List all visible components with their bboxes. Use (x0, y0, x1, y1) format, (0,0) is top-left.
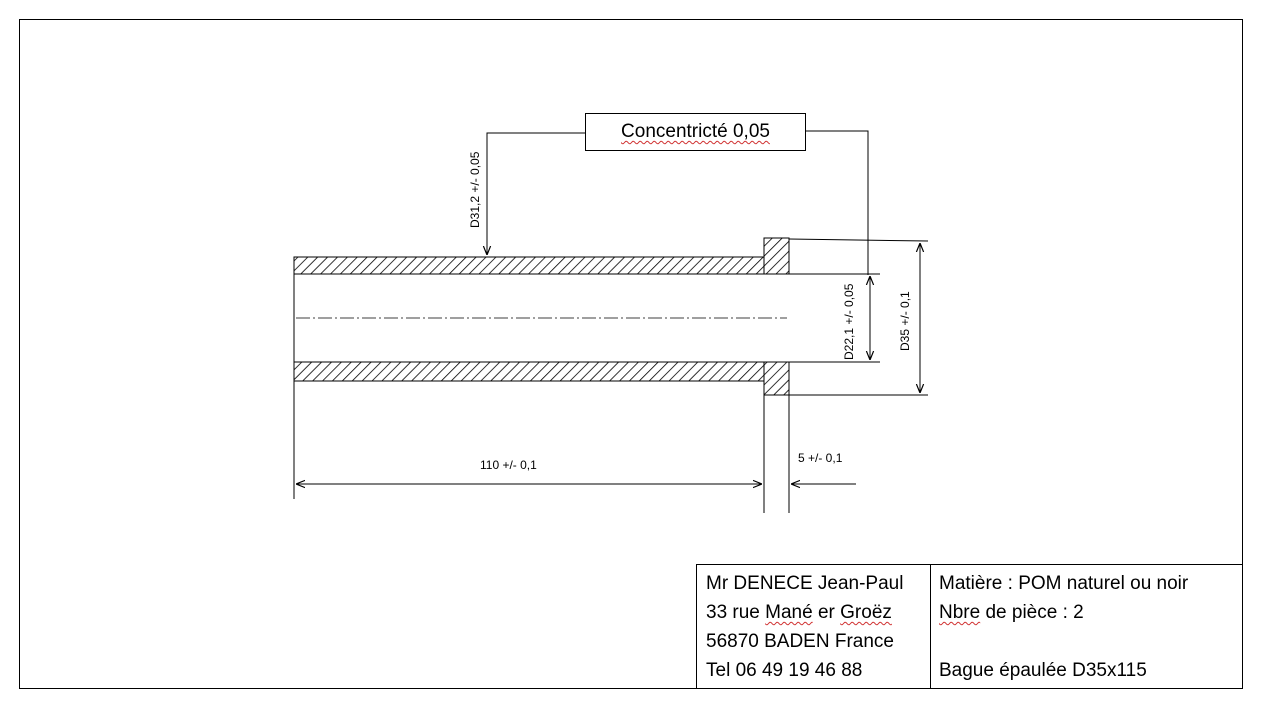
phone-line: Tel 06 49 19 46 88 (706, 660, 863, 681)
bottom-shoulder-hatch (763, 361, 790, 396)
part-section (293, 237, 790, 396)
dim-inner-diameter (789, 273, 880, 363)
title-block-address: Mr DENECE Jean-Paul 33 rue Mané er Groëz… (696, 564, 931, 689)
street-address: 33 rue Mané er Groëz (706, 602, 892, 623)
concentricity-text: Concentricté 0,05 (621, 121, 770, 142)
drawing-frame (19, 19, 1243, 689)
material-line: Matière : POM naturel ou noir (939, 573, 1189, 594)
dim-outer-diameter-label: D35 +/- 0,1 (898, 291, 912, 351)
blank-line (939, 627, 1243, 656)
concentricity-leader (487, 130, 869, 275)
part-name-line: Bague épaulée D35x115 (939, 660, 1147, 681)
dim-outer-diameter (788, 238, 929, 396)
city-line: 56870 BADEN France (706, 631, 894, 652)
title-block-part-info: Matière : POM naturel ou noir Nbre de pi… (931, 564, 1243, 689)
dim-bore-diameter-label: D31,2 +/- 0,05 (468, 151, 482, 228)
top-shoulder-hatch (763, 237, 790, 275)
quantity-line: Nbre de pièce : 2 (939, 602, 1084, 623)
dim-inner-diameter-label: D22,1 +/- 0,05 (842, 283, 856, 360)
top-wall-hatch (293, 256, 765, 275)
owner-name: Mr DENECE Jean-Paul (706, 573, 904, 594)
extension-lines (293, 381, 790, 513)
dim-shoulder-label: 5 +/- 0,1 (798, 451, 843, 465)
bottom-wall-hatch (293, 361, 765, 382)
dim-length-label: 110 +/- 0,1 (480, 458, 537, 472)
concentricity-callout: Concentricté 0,05 (585, 113, 806, 151)
